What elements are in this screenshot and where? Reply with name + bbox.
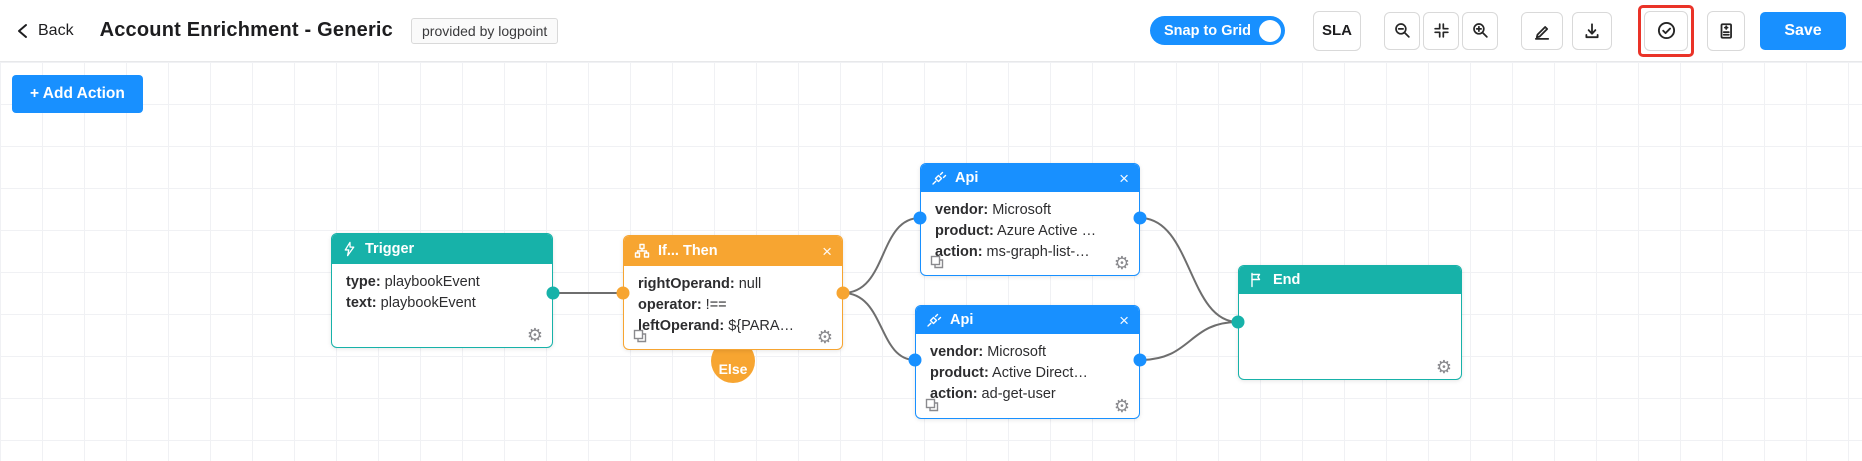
- node-line: vendor: Microsoft: [930, 344, 1047, 360]
- playbook-canvas[interactable]: + Add Action Else Trigger type: playbook…: [0, 62, 1862, 461]
- edge-api1-to-end: [1139, 217, 1239, 323]
- node-api-ad-header[interactable]: Api ×: [916, 306, 1139, 334]
- node-title: Trigger: [365, 241, 415, 257]
- node-line: rightOperand: null: [638, 276, 762, 292]
- toggle-knob-icon: [1259, 19, 1281, 42]
- close-node-icon[interactable]: ×: [1119, 168, 1129, 188]
- node-if-then-header[interactable]: If... Then ×: [624, 236, 842, 266]
- node-settings-gear-icon[interactable]: ⚙: [526, 325, 543, 345]
- check-circle-icon: [1657, 21, 1675, 40]
- back-button[interactable]: Back: [16, 22, 74, 40]
- edit-button[interactable]: [1521, 11, 1563, 50]
- node-line: product: Azure Active …: [935, 223, 1097, 239]
- document-plus-icon: [1720, 22, 1732, 39]
- flag-icon: [1251, 272, 1261, 288]
- node-api-azure-body: vendor: Microsoft product: Azure Active …: [921, 192, 1139, 275]
- zoom-out-button[interactable]: [1384, 11, 1420, 50]
- snap-to-grid-toggle[interactable]: Snap to Grid: [1150, 16, 1285, 45]
- node-title: Api: [950, 312, 974, 328]
- close-node-icon[interactable]: ×: [1119, 310, 1129, 330]
- download-icon: [1585, 22, 1599, 38]
- edge-if-to-api2: [842, 292, 916, 361]
- node-line: text: playbookEvent: [346, 295, 476, 311]
- zoom-out-icon: [1394, 23, 1410, 38]
- validate-highlight-box: [1638, 4, 1694, 57]
- node-title: End: [1273, 272, 1301, 288]
- node-title: Api: [955, 170, 979, 186]
- download-button[interactable]: [1572, 11, 1612, 50]
- port-api1-out[interactable]: [1133, 211, 1147, 225]
- node-line: vendor: Microsoft: [935, 202, 1052, 218]
- lightning-bolt-icon: [344, 241, 355, 257]
- node-settings-gear-icon[interactable]: ⚙: [1113, 253, 1130, 273]
- node-trigger-body: type: playbookEvent text: playbookEvent: [332, 264, 552, 347]
- node-line: type: playbookEvent: [346, 274, 480, 290]
- node-line: action: ad-get-user: [930, 386, 1056, 402]
- node-title: If... Then: [658, 243, 718, 259]
- snap-to-grid-label: Snap to Grid: [1164, 22, 1251, 39]
- plug-icon: [927, 313, 942, 327]
- port-if-in[interactable]: [616, 286, 630, 300]
- node-line: leftOperand: ${PARA…: [638, 318, 795, 334]
- copy-icon[interactable]: [924, 397, 940, 413]
- node-settings-gear-icon[interactable]: ⚙: [816, 327, 833, 347]
- connection-edges: [553, 217, 1239, 361]
- node-api-azure[interactable]: Api × vendor: Microsoft product: Azure A…: [920, 163, 1140, 276]
- node-if-then[interactable]: If... Then × rightOperand: null operator…: [623, 235, 843, 350]
- node-line: action: ms-graph-list-…: [935, 244, 1090, 260]
- node-api-ad-body: vendor: Microsoft product: Active Direct…: [916, 334, 1139, 418]
- validate-button[interactable]: [1644, 10, 1688, 51]
- copy-icon[interactable]: [632, 328, 648, 344]
- port-api2-in[interactable]: [908, 353, 922, 367]
- edge-if-to-api1: [842, 217, 921, 294]
- chevron-left-icon: [18, 23, 27, 38]
- sitemap-icon: [634, 243, 650, 258]
- node-end-body: [1239, 294, 1461, 379]
- node-settings-gear-icon[interactable]: ⚙: [1435, 357, 1452, 377]
- fit-to-screen-icon: [1433, 23, 1449, 38]
- copy-icon[interactable]: [929, 254, 945, 270]
- node-line: operator: !==: [638, 297, 727, 313]
- top-toolbar: Back Account Enrichment - Generic provid…: [0, 0, 1862, 62]
- port-trigger-out[interactable]: [546, 286, 560, 300]
- back-label: Back: [38, 21, 74, 39]
- node-end[interactable]: End ⚙: [1238, 265, 1462, 380]
- add-action-button[interactable]: + Add Action: [12, 75, 143, 113]
- node-api-azure-header[interactable]: Api ×: [921, 164, 1139, 192]
- pencil-icon: [1534, 25, 1550, 40]
- node-line: product: Active Direct…: [930, 365, 1088, 381]
- node-if-then-body: rightOperand: null operator: !== leftOpe…: [624, 266, 842, 349]
- node-trigger[interactable]: Trigger type: playbookEvent text: playbo…: [331, 233, 553, 348]
- zoom-in-button[interactable]: [1462, 11, 1498, 50]
- edge-api2-to-end: [1139, 321, 1239, 361]
- provided-by-badge: provided by logpoint: [411, 17, 559, 44]
- plug-icon: [932, 171, 947, 185]
- sla-button[interactable]: SLA: [1313, 10, 1361, 51]
- close-node-icon[interactable]: ×: [822, 241, 832, 261]
- node-end-header[interactable]: End: [1239, 266, 1461, 294]
- zoom-in-icon: [1472, 23, 1488, 38]
- port-api2-out[interactable]: [1133, 353, 1147, 367]
- duplicate-document-button[interactable]: [1707, 10, 1745, 51]
- port-end-in[interactable]: [1231, 315, 1245, 329]
- node-trigger-header[interactable]: Trigger: [332, 234, 552, 264]
- fit-to-screen-button[interactable]: [1423, 11, 1459, 50]
- node-settings-gear-icon[interactable]: ⚙: [1113, 396, 1130, 416]
- port-api1-in[interactable]: [913, 211, 927, 225]
- page-title: Account Enrichment - Generic: [99, 19, 394, 41]
- node-api-ad[interactable]: Api × vendor: Microsoft product: Active …: [915, 305, 1140, 419]
- port-if-out[interactable]: [836, 286, 850, 300]
- save-button[interactable]: Save: [1760, 11, 1846, 50]
